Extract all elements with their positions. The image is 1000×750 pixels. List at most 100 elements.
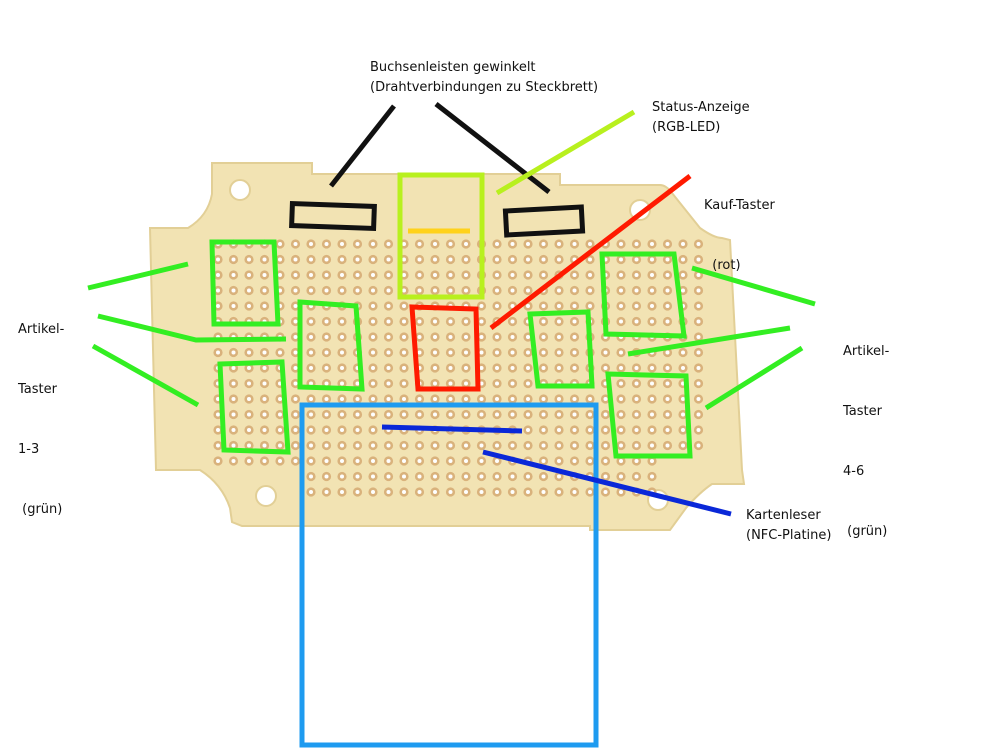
pad-hole bbox=[247, 304, 251, 308]
pad-hole bbox=[325, 366, 329, 370]
pad-hole bbox=[604, 366, 608, 370]
pad-hole bbox=[573, 444, 577, 448]
pad-hole bbox=[464, 413, 468, 417]
pad-hole bbox=[666, 242, 670, 246]
pad-hole bbox=[387, 289, 391, 293]
pad-hole bbox=[526, 428, 530, 432]
pad-hole bbox=[278, 351, 282, 355]
label-reader-line-2: (NFC-Platine) bbox=[746, 526, 831, 546]
pad-hole bbox=[340, 459, 344, 463]
pad-hole bbox=[433, 444, 437, 448]
pad-hole bbox=[232, 304, 236, 308]
pad-hole bbox=[402, 258, 406, 262]
pad-hole bbox=[449, 490, 453, 494]
pad-hole bbox=[263, 382, 267, 386]
pad-hole bbox=[371, 366, 375, 370]
pad-hole bbox=[433, 242, 437, 246]
pad-hole bbox=[371, 459, 375, 463]
label-article-left-line-3: 1-3 bbox=[18, 440, 64, 460]
pad-hole bbox=[619, 351, 623, 355]
pad-hole bbox=[216, 304, 220, 308]
pad-hole bbox=[402, 366, 406, 370]
pad-hole bbox=[325, 459, 329, 463]
pad-hole bbox=[294, 428, 298, 432]
pad-hole bbox=[247, 258, 251, 262]
pad-hole bbox=[263, 304, 267, 308]
pad-hole bbox=[418, 289, 422, 293]
pad-hole bbox=[480, 351, 484, 355]
pad-hole bbox=[604, 490, 608, 494]
pad-hole bbox=[511, 444, 515, 448]
pad-hole bbox=[557, 490, 561, 494]
pad-hole bbox=[325, 413, 329, 417]
label-headers: Buchsenleisten gewinkelt (Drahtverbindun… bbox=[370, 58, 598, 98]
pad-hole bbox=[635, 242, 639, 246]
pad-hole bbox=[418, 351, 422, 355]
pad-hole bbox=[666, 289, 670, 293]
pad-hole bbox=[294, 382, 298, 386]
pad-hole bbox=[635, 475, 639, 479]
pad-hole bbox=[526, 273, 530, 277]
pad-hole bbox=[495, 273, 499, 277]
label-headers-line-2: (Drahtverbindungen zu Steckbrett) bbox=[370, 78, 598, 98]
pad-hole bbox=[495, 444, 499, 448]
pad-hole bbox=[216, 351, 220, 355]
pad-hole bbox=[216, 428, 220, 432]
pad-hole bbox=[480, 397, 484, 401]
pad-hole bbox=[480, 304, 484, 308]
pad-hole bbox=[480, 335, 484, 339]
pad-hole bbox=[650, 320, 654, 324]
pad-hole bbox=[619, 413, 623, 417]
pad-hole bbox=[340, 413, 344, 417]
pad-hole bbox=[387, 351, 391, 355]
pad-hole bbox=[247, 413, 251, 417]
pad-hole bbox=[557, 242, 561, 246]
pad-hole bbox=[340, 351, 344, 355]
pad-hole bbox=[542, 304, 546, 308]
pad-hole bbox=[387, 459, 391, 463]
pad-hole bbox=[526, 335, 530, 339]
pad-hole bbox=[604, 475, 608, 479]
pad-hole bbox=[650, 413, 654, 417]
pad-hole bbox=[278, 273, 282, 277]
pad-hole bbox=[371, 382, 375, 386]
pad-hole bbox=[604, 397, 608, 401]
pad-hole bbox=[588, 444, 592, 448]
pad-hole bbox=[294, 444, 298, 448]
pad-hole bbox=[418, 413, 422, 417]
pad-hole bbox=[666, 304, 670, 308]
pad-hole bbox=[697, 258, 701, 262]
pad-hole bbox=[309, 490, 313, 494]
pad-hole bbox=[418, 444, 422, 448]
pad-hole bbox=[371, 289, 375, 293]
pad-hole bbox=[356, 428, 360, 432]
label-status: Status-Anzeige (RGB-LED) bbox=[652, 98, 750, 138]
pad-hole bbox=[573, 335, 577, 339]
pad-hole bbox=[464, 444, 468, 448]
pad-hole bbox=[371, 351, 375, 355]
pad-hole bbox=[697, 242, 701, 246]
pad-hole bbox=[495, 242, 499, 246]
pad-hole bbox=[681, 413, 685, 417]
pad-hole bbox=[402, 413, 406, 417]
pad-hole bbox=[371, 258, 375, 262]
pad-hole bbox=[387, 444, 391, 448]
pad-hole bbox=[542, 366, 546, 370]
pad-hole bbox=[604, 413, 608, 417]
pad-hole bbox=[588, 258, 592, 262]
pad-hole bbox=[449, 475, 453, 479]
pad-hole bbox=[449, 320, 453, 324]
pad-hole bbox=[216, 289, 220, 293]
pad-hole bbox=[387, 413, 391, 417]
label-article-right-line-1: Artikel- bbox=[843, 342, 889, 362]
pad-hole bbox=[542, 335, 546, 339]
pad-hole bbox=[278, 413, 282, 417]
pad-hole bbox=[449, 242, 453, 246]
label-article-right: Artikel- Taster 4-6 (grün) bbox=[843, 302, 889, 562]
pad-hole bbox=[294, 397, 298, 401]
pad-hole bbox=[371, 444, 375, 448]
pad-hole bbox=[526, 351, 530, 355]
pad-hole bbox=[464, 366, 468, 370]
pad-hole bbox=[309, 351, 313, 355]
pad-hole bbox=[542, 475, 546, 479]
